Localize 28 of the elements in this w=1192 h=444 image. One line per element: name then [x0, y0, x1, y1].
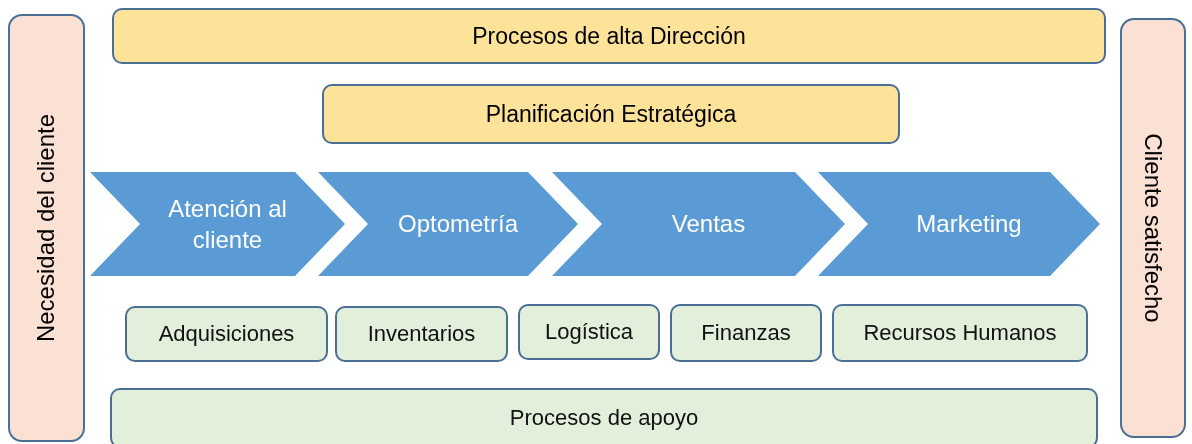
- process-box: [322, 84, 900, 144]
- node-label: Procesos de apoyo: [509, 405, 699, 431]
- process-box: [670, 304, 822, 362]
- necessity-band: [8, 14, 85, 442]
- process-box: [518, 304, 660, 360]
- process-box: [125, 306, 328, 362]
- node-label: Procesos de alta Dirección: [472, 22, 746, 50]
- node-label: Inventarios: [367, 321, 476, 347]
- top-process-band: [112, 8, 1106, 64]
- support-band: [110, 388, 1098, 444]
- node-label: Marketing: [915, 209, 1023, 240]
- node-label: Logística: [544, 319, 634, 345]
- value-chain-step: [818, 172, 1100, 276]
- process-box: [335, 306, 508, 362]
- value-chain-step: [552, 172, 845, 276]
- node-label: Ventas: [670, 209, 747, 240]
- satisfaction-band: [1120, 18, 1186, 438]
- node-label: Finanzas: [701, 320, 791, 346]
- node-label: Recursos Humanos: [863, 320, 1057, 346]
- node-label: Planificación Estratégica: [485, 100, 737, 128]
- value-chain-step: [318, 172, 578, 276]
- value-chain-step: [90, 172, 345, 276]
- node-label: Adquisiciones: [158, 321, 295, 347]
- node-label: Necesidad del cliente: [32, 113, 61, 343]
- node-label: Atención al cliente: [167, 193, 288, 255]
- node-label: Cliente satisfecho: [1139, 133, 1167, 323]
- process-box: [832, 304, 1088, 362]
- node-label: Optometría: [396, 209, 519, 240]
